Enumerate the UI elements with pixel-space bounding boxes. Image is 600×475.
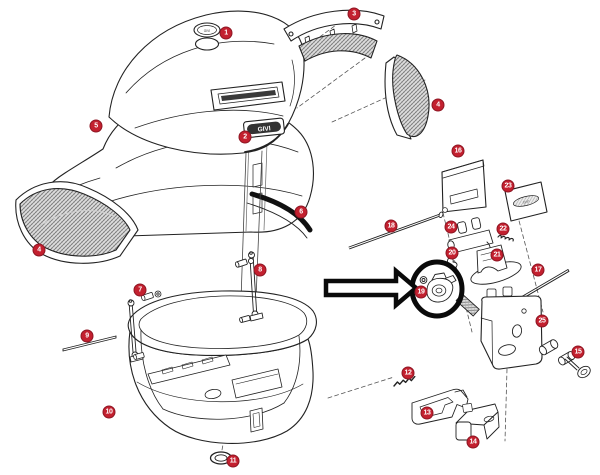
lid-part: GIVI GIVI	[108, 10, 305, 155]
lock-housing-part	[480, 286, 543, 370]
case-base-tub	[127, 290, 317, 444]
cam-part-19	[419, 272, 457, 303]
strut-right	[235, 251, 264, 323]
lock-cylinder-part	[538, 339, 576, 366]
rod-part-18	[348, 211, 444, 250]
spring-part-12	[393, 375, 416, 387]
key-part	[564, 356, 591, 379]
slider-block-part	[455, 403, 500, 441]
givi-badge: GIVI	[243, 117, 285, 139]
label-plate-part: GIVI	[504, 181, 548, 222]
spring-part-22	[497, 234, 514, 242]
lid-logo-text: GIVI	[204, 29, 210, 33]
grommet-part	[209, 451, 233, 465]
givi-badge-text: GIVI	[257, 125, 271, 133]
rod-part-9	[62, 335, 117, 352]
rear-trim-band	[246, 191, 313, 239]
label-plate-text: GIVI	[523, 199, 530, 204]
back-plate-part	[441, 159, 487, 213]
rod-part-17	[520, 269, 570, 300]
pointer-arrow-icon	[323, 266, 420, 310]
bracket-part-21	[470, 244, 522, 285]
lid-logo-medallion: GIVI	[193, 22, 221, 51]
right-reflector-part	[384, 54, 430, 140]
guide-lines	[221, 21, 544, 451]
left-lens-part	[15, 181, 139, 264]
